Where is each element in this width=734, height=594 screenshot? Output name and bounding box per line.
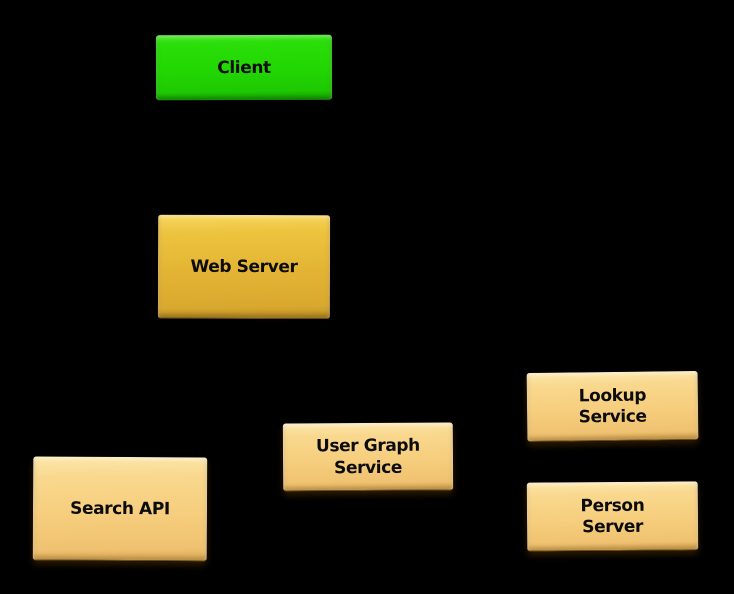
diagram-node-user-graph-service: User Graph Service <box>282 422 454 492</box>
node-person-server-label: Person Server <box>580 495 645 538</box>
node-client-label: Client <box>217 57 271 78</box>
diagram-node-client: Client <box>155 34 333 101</box>
diagram-node-web-server: Web Server <box>157 214 331 320</box>
node-user-graph-service-label: User Graph Service <box>315 435 420 478</box>
diagram-node-lookup-service: Lookup Service <box>526 370 699 443</box>
node-web-server-label: Web Server <box>190 256 298 278</box>
node-search-api-label: Search API <box>70 498 170 520</box>
diagram-node-search-api: Search API <box>32 456 208 562</box>
diagram-node-person-server: Person Server <box>526 481 699 552</box>
node-lookup-service-label: Lookup Service <box>578 385 647 428</box>
